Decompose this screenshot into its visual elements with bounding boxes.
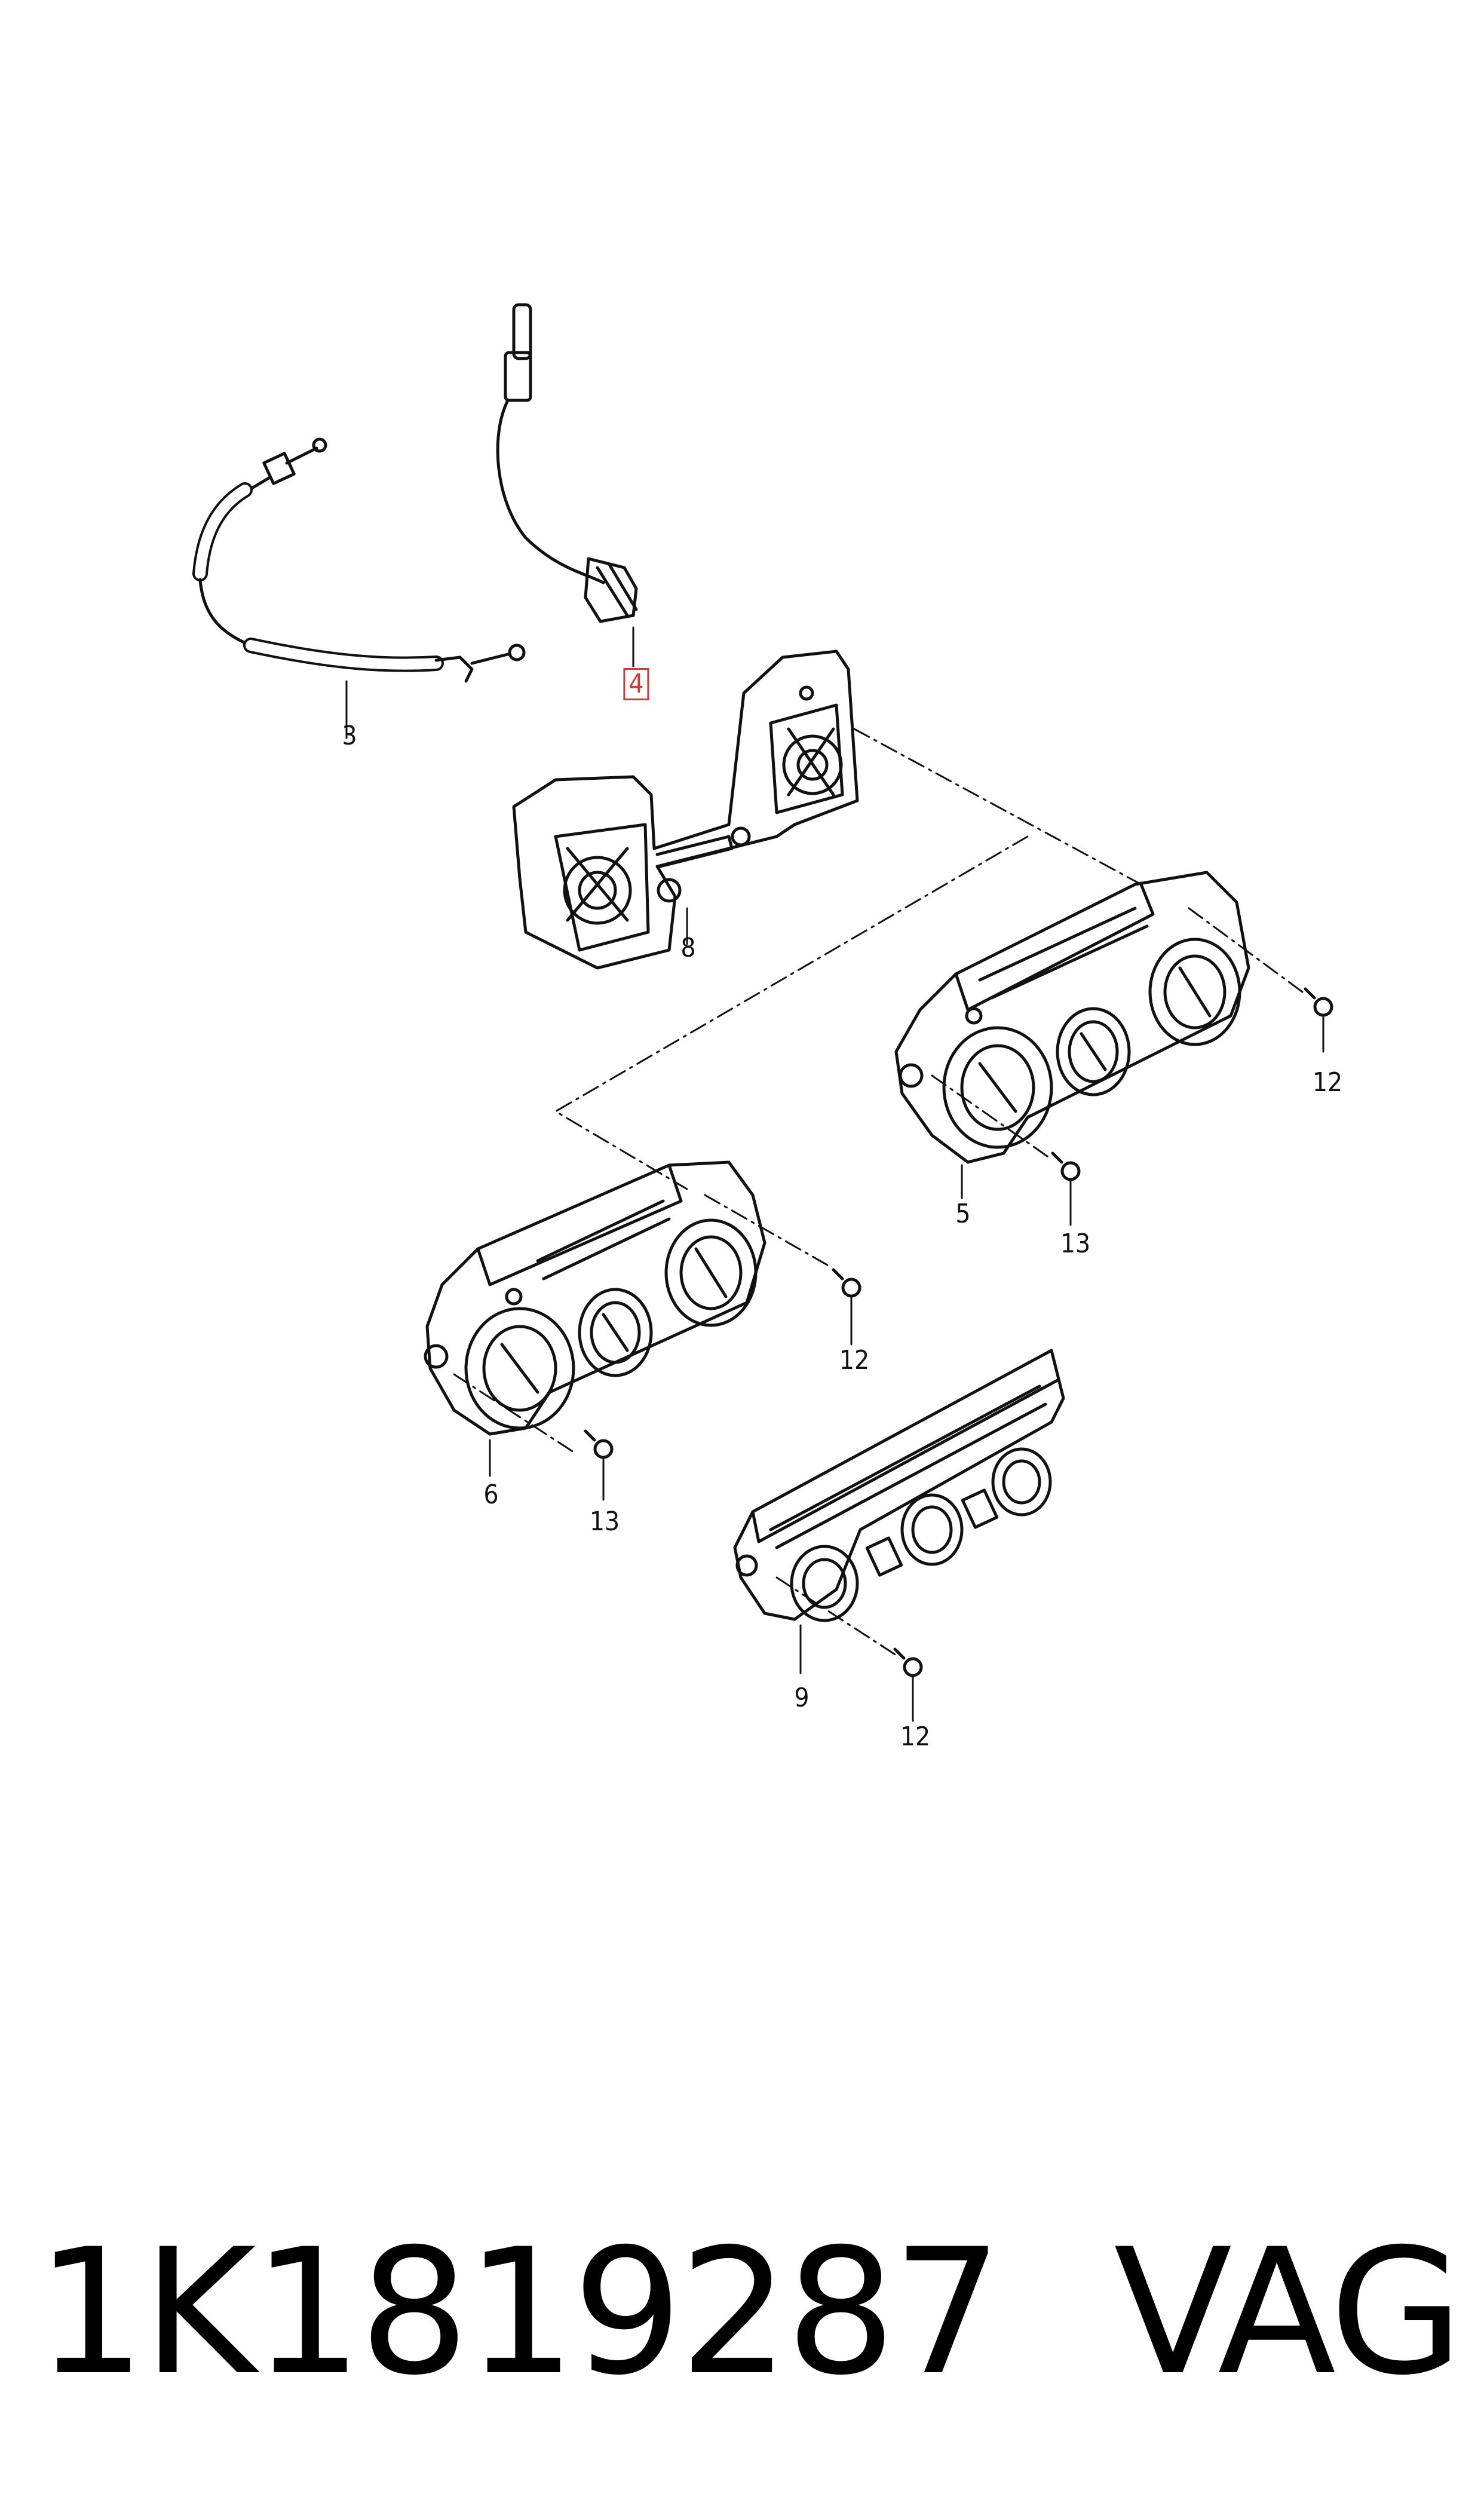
callout-13-b: 13 [589,1506,620,1537]
screw-12-c[interactable] [893,1647,923,1722]
callout-12-c: 12 [900,1721,931,1752]
screw-12-b[interactable] [832,1268,861,1346]
screw-12-a[interactable] [1304,987,1333,1053]
part-3-cable[interactable] [192,437,526,739]
part-6-control-unit[interactable] [424,1160,766,1477]
screw-13-a[interactable] [1051,1151,1081,1226]
callout-9: 9 [794,1683,810,1713]
footer: 1K1819287 VAG [36,2212,1464,2413]
callout-6: 6 [483,1479,499,1510]
callout-4-highlighted[interactable]: 4 [623,668,649,700]
part-number: 1K1819287 [36,2211,1002,2413]
callout-12-b: 12 [839,1345,870,1376]
callout-13-a: 13 [1060,1229,1091,1259]
part-5-control-unit[interactable] [894,871,1250,1199]
callout-3: 3 [342,721,357,751]
screw-13-b[interactable] [584,1429,614,1501]
callout-12-a: 12 [1312,1067,1343,1098]
callout-8: 8 [680,933,696,963]
callout-5: 5 [955,1199,971,1229]
alignment-lines [453,728,1304,1656]
brand-name: VAG [1114,2211,1464,2413]
part-9-control-unit[interactable] [733,1349,1065,1674]
part-4-sensor-cable[interactable] [496,303,638,667]
part-8-bracket[interactable] [512,650,859,970]
